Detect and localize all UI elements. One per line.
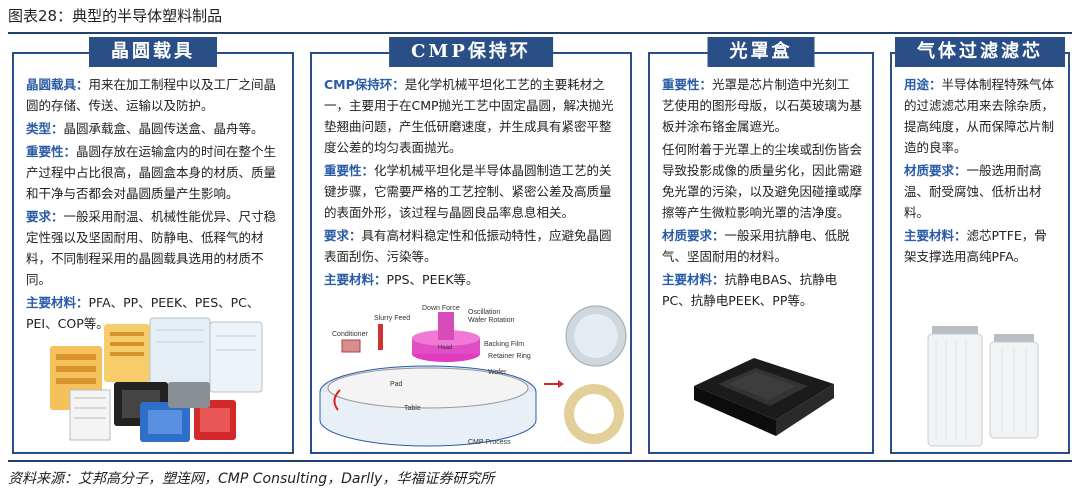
panel-paragraph: 要求：具有高材料稳定性和低振动特性，应避免晶圆表面刮伤、污染等。 — [324, 225, 620, 267]
paragraph-key: 重要性： — [662, 77, 713, 92]
panel-photomask-pod: 光罩盒 重要性：光罩是芯片制造中光刻工艺使用的图形母版，以石英玻璃为基板并涂布铬… — [648, 37, 874, 454]
panel-paragraph: 用途：半导体制程特殊气体的过滤滤芯用来去除杂质，提高纯度，从而保障芯片制造的良率… — [904, 74, 1058, 158]
label-slurry-feed: Slurry Feed — [374, 315, 410, 322]
paragraph-key: 要求： — [324, 228, 362, 243]
label-conditioner: Conditioner — [332, 331, 368, 338]
panel-text: 用途：半导体制程特殊气体的过滤滤芯用来去除杂质，提高纯度，从而保障芯片制造的良率… — [904, 74, 1058, 269]
paragraph-text: 半导体制程特殊气体的过滤滤芯用来去除杂质，提高纯度，从而保障芯片制造的良率。 — [904, 77, 1055, 155]
panel-paragraph: 重要性：化学机械平坦化是半导体晶圆制造工艺的关键步骤，它需要严格的工艺控制、紧密… — [324, 160, 620, 223]
paragraph-key: 主要材料： — [904, 228, 967, 243]
label-pad: Pad — [390, 381, 403, 388]
paragraph-text: 滤芯PTFE，骨架支撑选用高纯PFA。 — [904, 228, 1047, 264]
label-backing-film: Backing Film — [484, 341, 524, 348]
panel-paragraph: 晶圆载具：用来在加工制程中以及工厂之间晶圆的存储、传送、运输以及防护。 — [26, 74, 282, 116]
paragraph-key: 晶圆载具： — [26, 77, 89, 92]
panel-gas-filter: 气体过滤滤芯 用途：半导体制程特殊气体的过滤滤芯用来去除杂质，提高纯度，从而保障… — [890, 37, 1070, 454]
paragraph-key: CMP保持环： — [324, 77, 405, 92]
paragraph-text: 用来在加工制程中以及工厂之间晶圆的存储、传送、运输以及防护。 — [26, 77, 277, 113]
paragraph-text: PFA、PP、PEEK、PES、PC、PEI、COP等。 — [26, 295, 260, 331]
paragraph-text: 光罩是芯片制造中光刻工艺使用的图形母版，以石英玻璃为基板并涂布铬金属遮光。 — [662, 77, 863, 134]
panel-cmp-retaining-ring: CMP保持环 CMP保持环：是化学机械平坦化工艺的主要耗材之一，主要用于在CMP… — [310, 37, 632, 454]
panel-paragraph: 要求：一般采用耐温、机械性能优异、尺寸稳定性强以及坚固耐用、防静电、低释气的材料… — [26, 206, 282, 290]
source-note: 资料来源：艾邦高分子，塑连网，CMP Consulting，Darlly，华福证… — [8, 460, 1072, 488]
label-oscillation: Oscillation — [468, 309, 500, 316]
panel-paragraph: 主要材料：PFA、PP、PEEK、PES、PC、PEI、COP等。 — [26, 292, 282, 334]
panel-paragraph: 主要材料：滤芯PTFE，骨架支撑选用高纯PFA。 — [904, 225, 1058, 267]
panel-paragraph: 主要材料：PPS、PEEK等。 — [324, 269, 620, 290]
label-cmp-process: CMP Process — [468, 439, 511, 446]
paragraph-text: PPS、PEEK等。 — [386, 272, 479, 287]
paragraph-key: 主要材料： — [662, 272, 725, 287]
label-down-force: Down Force — [422, 305, 460, 312]
paragraph-text: 任何附着于光罩上的尘埃或刮伤皆会导致投影成像的质量劣化，因此需避免光罩的污染，以… — [662, 142, 863, 220]
paragraph-text: 一般选用耐高温、耐受腐蚀、低析出材料。 — [904, 163, 1042, 220]
panel-text: 重要性：光罩是芯片制造中光刻工艺使用的图形母版，以石英玻璃为基板并涂布铬金属遮光… — [662, 74, 862, 313]
panel-paragraph: 重要性：光罩是芯片制造中光刻工艺使用的图形母版，以石英玻璃为基板并涂布铬金属遮光… — [662, 74, 862, 137]
gas-filter-cartridge-image — [922, 320, 1044, 450]
panel-text: 晶圆载具：用来在加工制程中以及工厂之间晶圆的存储、传送、运输以及防护。类型：晶圆… — [26, 74, 282, 336]
label-wafer: Wafer — [488, 369, 507, 376]
panel-paragraph: 任何附着于光罩上的尘埃或刮伤皆会导致投影成像的质量劣化，因此需避免光罩的污染，以… — [662, 139, 862, 223]
panel-title: 气体过滤滤芯 — [895, 37, 1065, 67]
panel-title: 晶圆载具 — [89, 37, 217, 67]
label-head: Head — [438, 345, 452, 351]
paragraph-text: 一般采用耐温、机械性能优异、尺寸稳定性强以及坚固耐用、防静电、低释气的材料，不同… — [26, 209, 277, 287]
panel-text: CMP保持环：是化学机械平坦化工艺的主要耗材之一，主要用于在CMP抛光工艺中固定… — [324, 74, 620, 292]
panel-title: 光罩盒 — [707, 37, 815, 67]
label-table: Table — [404, 405, 421, 412]
panel-paragraph: 材质要求：一般选用耐高温、耐受腐蚀、低析出材料。 — [904, 160, 1058, 223]
label-retainer-ring: Retainer Ring — [488, 353, 531, 360]
paragraph-text: 具有高材料稳定性和低振动特性，应避免晶圆表面刮伤、污染等。 — [324, 228, 612, 264]
paragraph-text: 一般采用抗静电、低脱气、坚固耐用的材料。 — [662, 228, 850, 264]
paragraph-key: 要求： — [26, 209, 64, 224]
paragraph-key: 材质要求： — [662, 228, 725, 243]
panel-paragraph: CMP保持环：是化学机械平坦化工艺的主要耗材之一，主要用于在CMP抛光工艺中固定… — [324, 74, 620, 158]
figure-title: 图表28：典型的半导体塑料制品 — [8, 5, 1072, 34]
panel-paragraph: 材质要求：一般采用抗静电、低脱气、坚固耐用的材料。 — [662, 225, 862, 267]
paragraph-key: 用途： — [904, 77, 942, 92]
paragraph-key: 类型： — [26, 121, 64, 136]
panel-title: CMP保持环 — [389, 37, 553, 67]
paragraph-text: 晶圆承载盒、晶圆传送盒、晶舟等。 — [63, 121, 264, 136]
panel-wafer-carrier: 晶圆载具 晶圆载具：用来在加工制程中以及工厂之间晶圆的存储、传送、运输以及防护。… — [12, 37, 294, 454]
panel-paragraph: 重要性：晶圆存放在运输盒内的时间在整个生产过程中占比很高，晶圆盒本身的材质、质量… — [26, 141, 282, 204]
wafer-carrier-products-image — [44, 316, 266, 450]
paragraph-key: 重要性： — [26, 144, 77, 159]
paragraph-key: 重要性： — [324, 163, 375, 178]
panel-paragraph: 主要材料：抗静电BAS、抗静电PC、抗静电PEEK、PP等。 — [662, 269, 862, 311]
cmp-process-diagram: Down Force Oscillation Wafer Rotation Sl… — [318, 302, 628, 450]
label-wafer-rotation: Wafer Rotation — [468, 317, 515, 324]
paragraph-key: 主要材料： — [324, 272, 387, 287]
paragraph-key: 材质要求： — [904, 163, 967, 178]
photomask-pod-image — [684, 340, 844, 450]
paragraph-text: 抗静电BAS、抗静电PC、抗静电PEEK、PP等。 — [662, 272, 838, 308]
paragraph-text: 晶圆存放在运输盒内的时间在整个生产过程中占比很高，晶圆盒本身的材质、质量和干净与… — [26, 144, 277, 201]
panel-paragraph: 类型：晶圆承载盒、晶圆传送盒、晶舟等。 — [26, 118, 282, 139]
paragraph-text: 是化学机械平坦化工艺的主要耗材之一，主要用于在CMP抛光工艺中固定晶圆，解决抛光… — [324, 77, 614, 155]
paragraph-text: 化学机械平坦化是半导体晶圆制造工艺的关键步骤，它需要严格的工艺控制、紧密公差及高… — [324, 163, 612, 220]
paragraph-key: 主要材料： — [26, 295, 89, 310]
